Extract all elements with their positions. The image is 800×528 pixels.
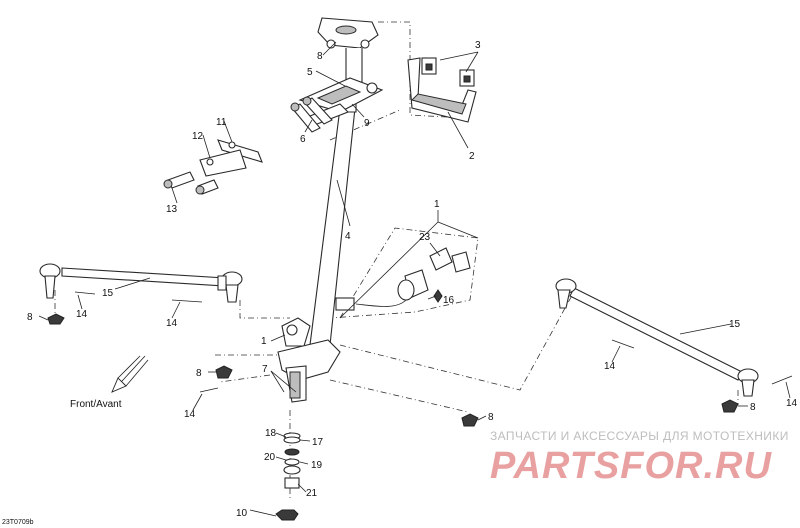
callout-3: 3: [475, 40, 481, 51]
callout-1-switch: 1: [434, 199, 440, 210]
callout-16: 16: [443, 295, 455, 306]
callout-4: 4: [345, 231, 351, 242]
callout-18: 18: [265, 428, 277, 439]
callout-11: 11: [216, 117, 227, 128]
switch-bracket: [407, 57, 477, 123]
callout-17: 17: [312, 437, 324, 448]
column-lower-support: [277, 317, 341, 403]
callout-20: 20: [264, 452, 276, 463]
cotter-pins: [74, 291, 793, 393]
leader-lines: [38, 41, 791, 517]
tie-rod-right: [555, 278, 759, 413]
callout-14-left: 14: [76, 309, 88, 320]
callout-15-right: 15: [729, 319, 741, 330]
callout-8-right: 8: [750, 402, 756, 413]
bracket-bolts: [163, 171, 219, 195]
callout-14-center: 14: [166, 318, 178, 329]
callout-8-right-mid: 8: [488, 412, 494, 423]
nuts: [215, 365, 479, 427]
callout-15-left: 15: [102, 288, 114, 299]
column-top-cap: [317, 17, 379, 83]
watermark-brand: PARTSFOR.RU: [490, 445, 772, 487]
callout-10: 10: [236, 508, 248, 519]
assembly-lines: [54, 21, 739, 500]
support-bracket: [199, 139, 263, 177]
callout-23: 23: [419, 232, 431, 243]
callout-labels: 1 1 2 3 4 5 6 7 8 8 8 8 8 9 10 11 12 13 …: [27, 40, 798, 519]
callout-14-far-right: 14: [786, 398, 798, 409]
tie-rod-left: [39, 263, 243, 325]
callout-6: 6: [300, 134, 306, 145]
callout-12: 12: [192, 131, 204, 142]
front-direction-arrow-icon: [111, 355, 149, 393]
callout-13: 13: [166, 204, 178, 215]
clamp-bolts: [290, 96, 333, 133]
callout-8-center: 8: [196, 368, 202, 379]
callout-9: 9: [364, 118, 370, 129]
callout-8-top: 8: [317, 51, 323, 62]
callout-14-lower: 14: [184, 409, 196, 420]
callout-2: 2: [469, 151, 475, 162]
watermark: ЗАПЧАСТИ И АКСЕССУАРЫ ДЛЯ МОТОТЕХНИКИ PA…: [490, 429, 789, 487]
callout-7: 7: [262, 364, 268, 375]
callout-8-left: 8: [27, 312, 33, 323]
drawing-code: 23T0709b: [2, 519, 34, 526]
front-avant-label: Front/Avant: [70, 399, 122, 410]
callout-19: 19: [311, 460, 323, 471]
callout-1-support: 1: [261, 336, 267, 347]
lower-hardware-stack: [275, 432, 301, 521]
callout-14-right: 14: [604, 361, 616, 372]
ignition-switch-kit: [335, 247, 471, 311]
callout-21: 21: [306, 488, 318, 499]
callout-5: 5: [307, 67, 313, 78]
watermark-tagline: ЗАПЧАСТИ И АКСЕССУАРЫ ДЛЯ МОТОТЕХНИКИ: [490, 429, 789, 443]
